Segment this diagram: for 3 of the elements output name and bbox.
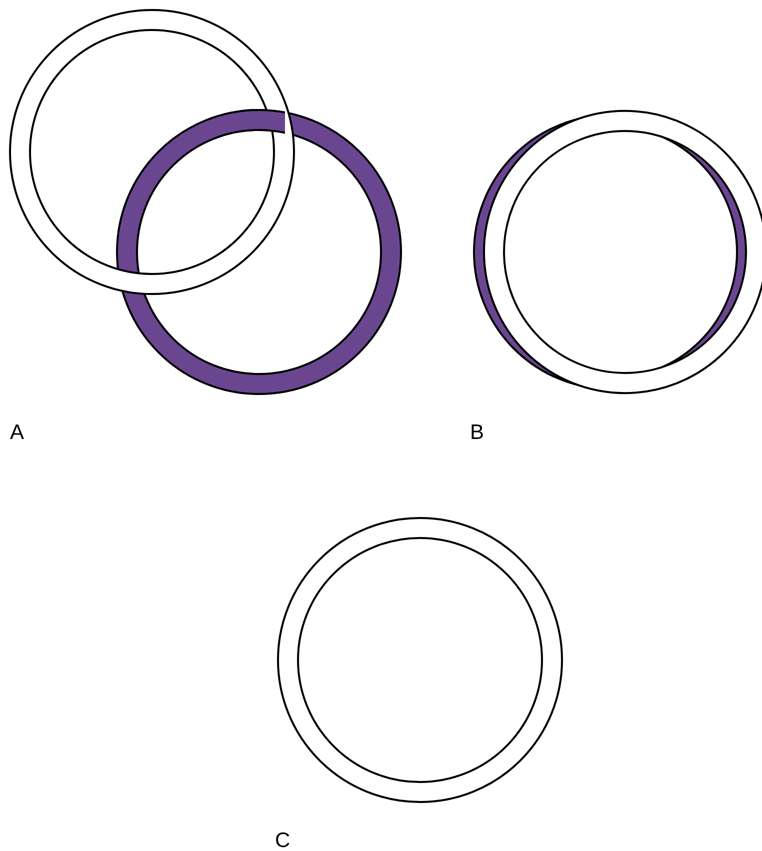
panel-label: B	[470, 422, 484, 443]
panel-label: A	[10, 422, 24, 443]
panel-label: C	[275, 830, 290, 851]
